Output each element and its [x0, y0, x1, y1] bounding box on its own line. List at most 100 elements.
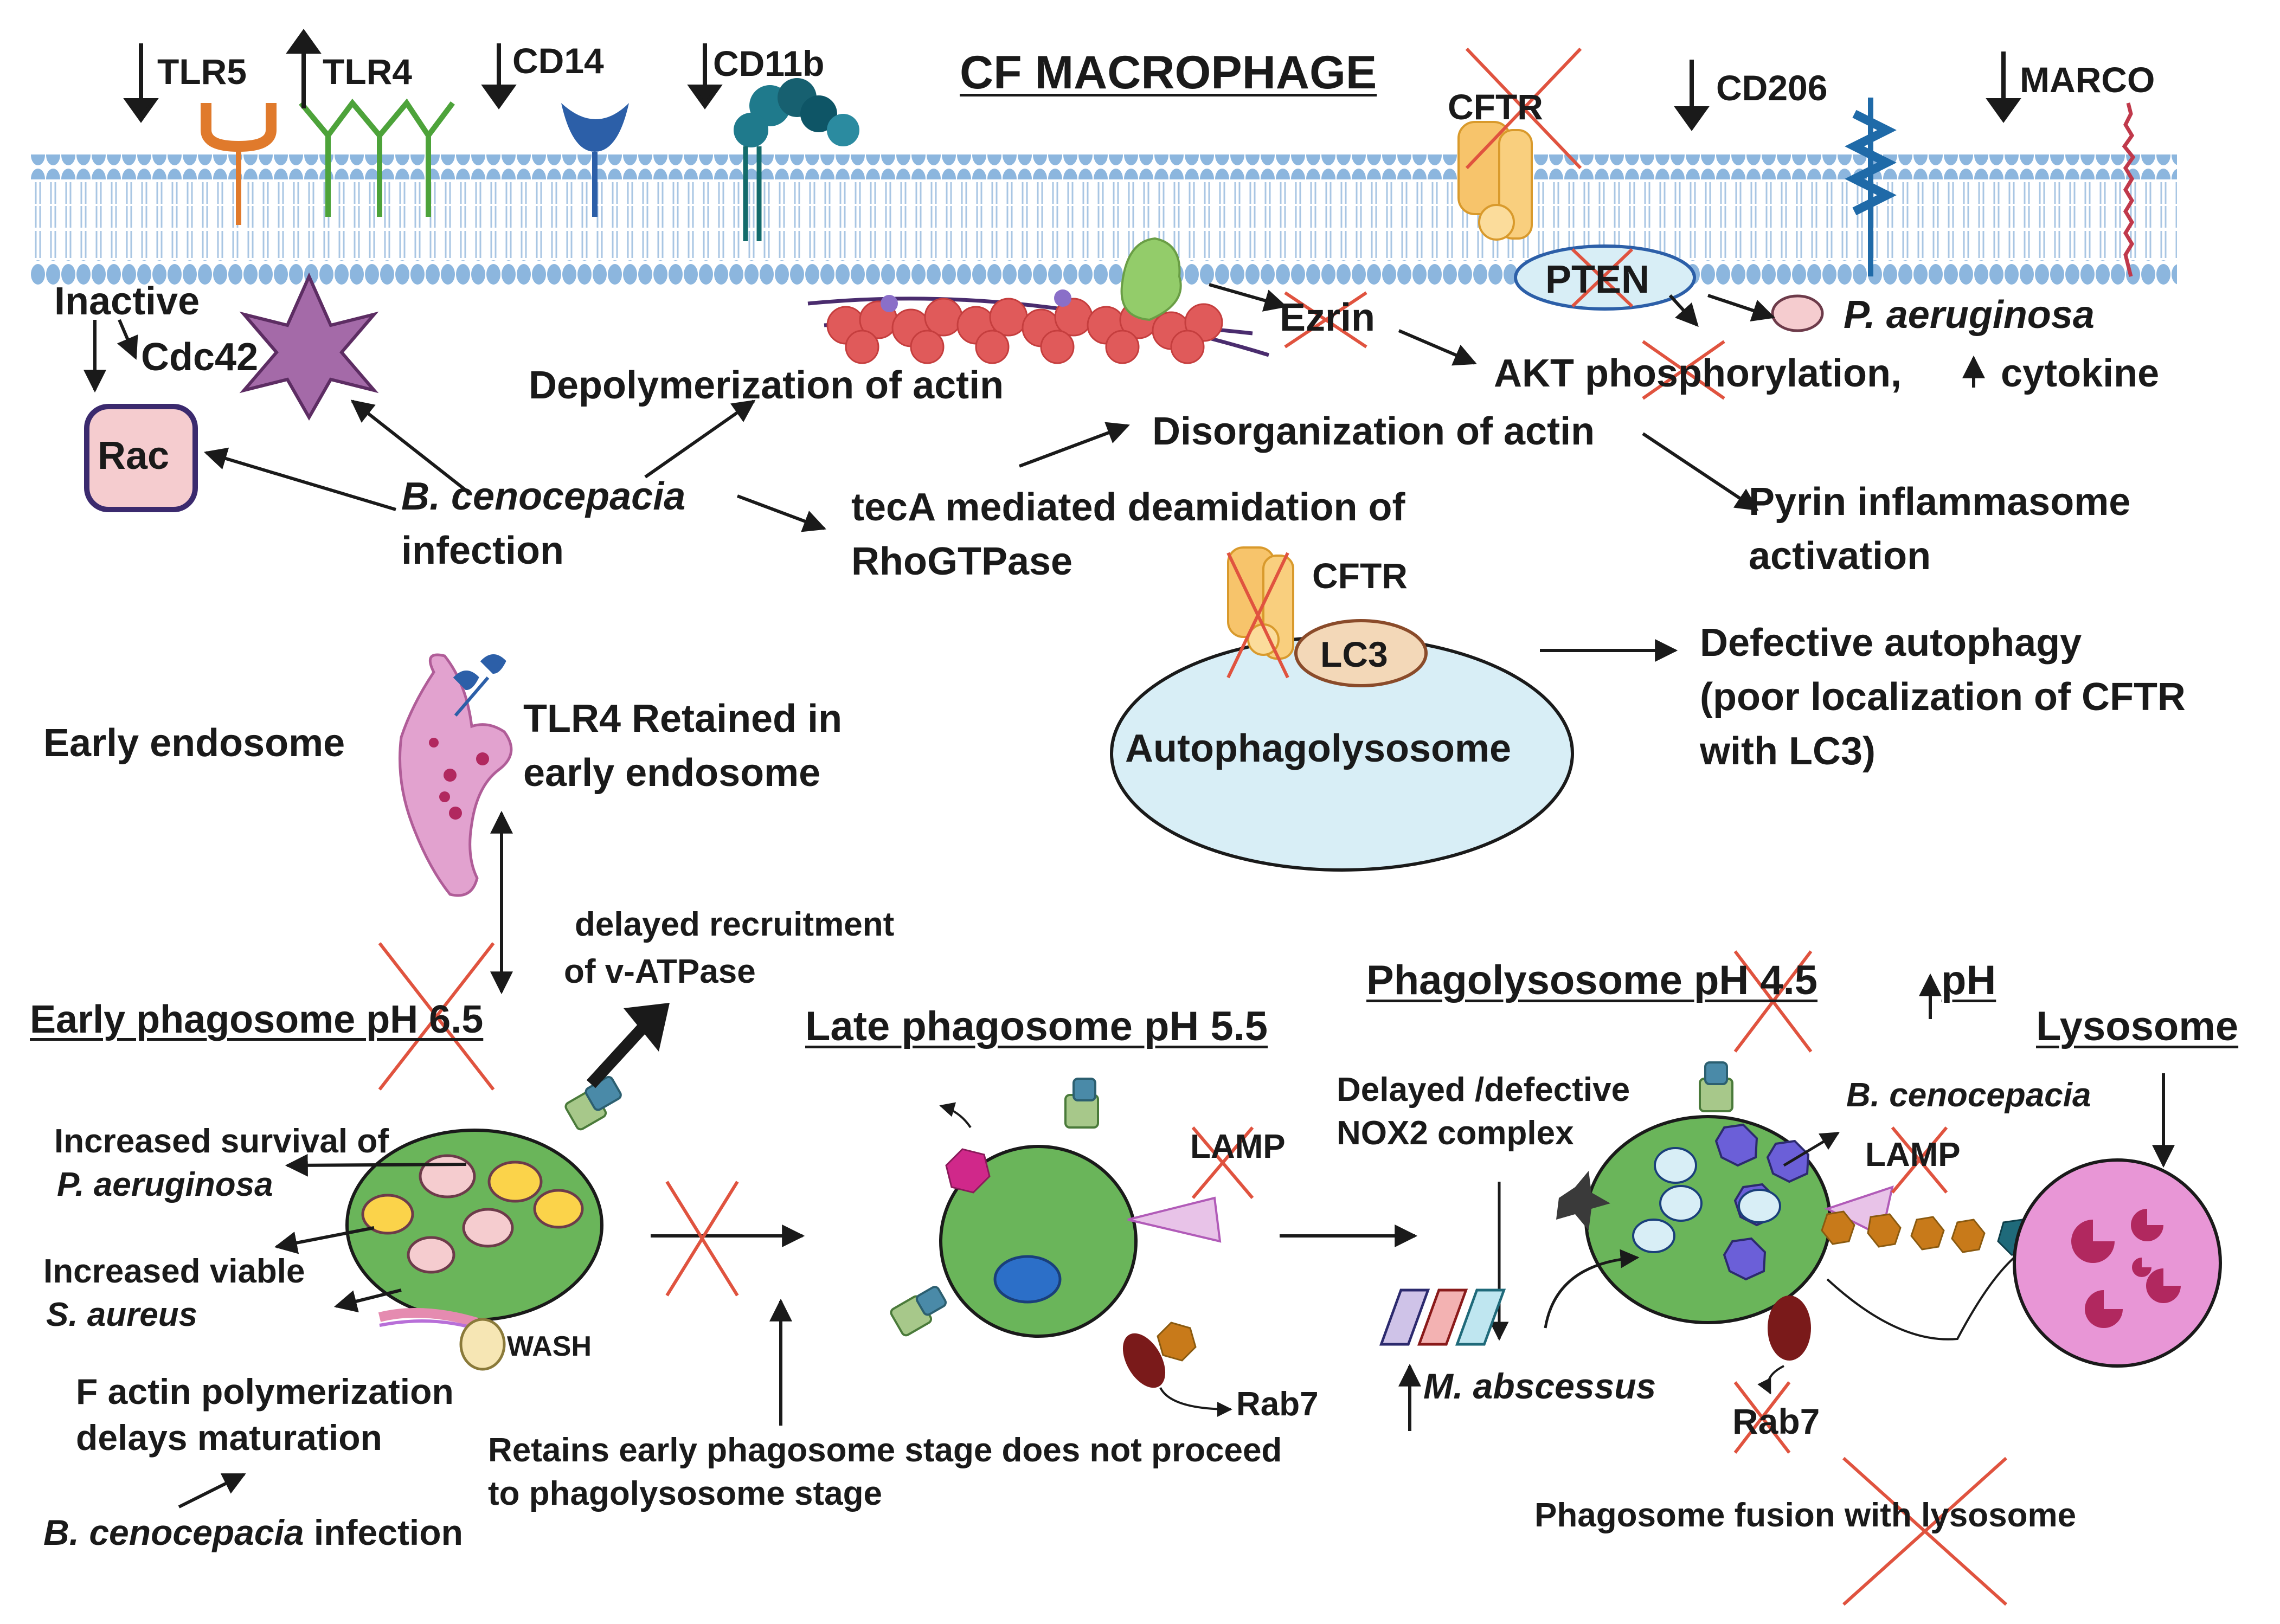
early-phagosome-arrows — [178, 1153, 467, 1509]
survival-label-line2: P. aeruginosa — [57, 1166, 273, 1203]
nox2-star-icon — [1556, 1171, 1610, 1230]
tlr5-receptor-icon — [201, 103, 277, 225]
factin-label-line2: delays maturation — [76, 1417, 382, 1458]
retains-label-line1: Retains early phagosome stage does not p… — [488, 1432, 1282, 1469]
cd14-receptor-icon — [561, 103, 629, 217]
bceno-right-label: B. cenocepacia — [1846, 1077, 2091, 1114]
tlr4-retained-line1: TLR4 Retained in — [523, 697, 843, 740]
pten-label: PTEN — [1545, 258, 1650, 301]
cftr-channel-icon — [1457, 47, 1582, 241]
wash-label: WASH — [507, 1331, 592, 1362]
early-phagosome-cross — [378, 942, 495, 1091]
akt-cross — [1642, 340, 1725, 400]
late-bacterium-icon — [993, 1255, 1062, 1304]
phagolysosome-rab7-label: Rab7 — [1732, 1401, 1820, 1441]
phagolysosome-lamp-cross — [1891, 1126, 1948, 1194]
cftr-autophagy-label: CFTR — [1312, 556, 1408, 596]
cftr-autophagy-icon — [1226, 546, 1294, 679]
phagolysosome-title: Phagolysosome pH 4.5 — [1366, 957, 1818, 1003]
cd11b-receptor-icon — [734, 78, 859, 241]
cd206-label: CD206 — [1716, 68, 1828, 108]
phagolysosome-lamp-label: LAMP — [1865, 1136, 1961, 1174]
late-rab7-label: Rab7 — [1236, 1385, 1319, 1423]
ezrin-label: Ezrin — [1280, 296, 1376, 339]
cftr-label: CFTR — [1448, 87, 1543, 127]
akt-label: AKT phosphorylation, — [1494, 352, 1902, 395]
pten-oval — [1514, 244, 1696, 311]
phagolysosome-rab7-icon — [1768, 1296, 1811, 1361]
bceno-bottom-label: B. cenocepacia infection — [43, 1512, 463, 1554]
late-phagosome-oval — [939, 1145, 1138, 1338]
teca-label-line2: RhoGTPase — [851, 540, 1073, 583]
bceno-bottom-rest: infection — [304, 1512, 463, 1552]
p-aeruginosa-label: P. aeruginosa — [1844, 293, 2095, 337]
inactive-label: Inactive — [54, 280, 200, 323]
cd11b-label: CD11b — [713, 43, 825, 83]
delayed-vatpase-line1: delayed recruitment — [575, 906, 895, 943]
pyrin-label-line1: Pyrin inflammasome — [1749, 480, 2131, 524]
nox2-label-line2: NOX2 complex — [1337, 1114, 1574, 1152]
late-rab7-icon — [1122, 1333, 1166, 1388]
infection-label: infection — [401, 529, 564, 572]
lysosome-circle — [2013, 1158, 2222, 1368]
late-phagosome-title: Late phagosome pH 5.5 — [805, 1003, 1268, 1049]
pten-cross — [1571, 248, 1634, 308]
marco-receptor-icon — [2122, 102, 2136, 277]
late-v-atpase-icon — [1064, 1078, 1099, 1129]
late-lamp-icon — [1127, 1196, 1222, 1243]
phagolysosome-vesicles — [1632, 1147, 1781, 1253]
defective-label-line2: (poor localization of CFTR — [1700, 675, 2186, 719]
bceno-right-arrow — [1783, 1131, 1840, 1167]
lc3-label: LC3 — [1320, 634, 1388, 674]
rac-label: Rac — [98, 434, 170, 478]
cdc42-star-icon — [239, 272, 379, 421]
endosome-vesicles — [429, 738, 489, 820]
tlr5-label: TLR5 — [157, 51, 247, 92]
late-bottom-v-atpase-icon — [890, 1286, 947, 1337]
p-aeruginosa-cell-icon — [1771, 294, 1824, 332]
cdc42-label: Cdc42 — [141, 336, 259, 379]
m-abscessus-label: M. abscessus — [1423, 1366, 1656, 1406]
lysosome-title: Lysosome — [2036, 1003, 2239, 1049]
actin-filament — [807, 237, 1270, 364]
rab7-cross — [1733, 1381, 1791, 1454]
tlr4-label: TLR4 — [323, 51, 412, 92]
cd206-receptor-icon — [1845, 98, 1897, 276]
depolymerization-label: Depolymerization of actin — [529, 364, 1004, 407]
hexagon-chain — [1821, 1210, 1986, 1253]
retains-label-line2: to phagolysosome stage — [488, 1475, 882, 1512]
cell-membrane — [30, 154, 2177, 285]
phagolysosome-ph-cross — [1733, 950, 1813, 1053]
expression-arrows — [123, 29, 2021, 131]
bceno-bottom-italic: B. cenocepacia — [43, 1512, 304, 1552]
lc3-oval — [1294, 619, 1428, 687]
autophagolysosome-label: Autophagolysosome — [1125, 727, 1512, 770]
teca-label-line1: tecA mediated deamidation of — [851, 486, 1405, 529]
early-endosome-label: Early endosome — [43, 721, 345, 765]
late-hexagon-icon — [945, 1148, 991, 1194]
disorganization-label: Disorganization of actin — [1152, 410, 1595, 453]
tlr4-retained-line2: early endosome — [523, 751, 821, 795]
bceno-label: B. cenocepacia — [401, 475, 686, 518]
late-lamp-cross — [1191, 1126, 1254, 1199]
tlr4-receptor-icon — [299, 98, 455, 217]
signaling-arrows — [84, 283, 1985, 662]
viable-label-line2: S. aureus — [46, 1296, 198, 1333]
fusion-label: Phagosome fusion with lysosome — [1534, 1497, 2077, 1534]
diagram-title: CF MACROPHAGE — [960, 47, 1377, 99]
marco-label: MARCO — [2020, 60, 2155, 100]
early-phagosome-title: Early phagosome pH 6.5 — [30, 998, 484, 1041]
cd14-label: CD14 — [512, 41, 604, 81]
phagosome-bacteria — [361, 1154, 584, 1274]
survival-label-line1: Increased survival of — [54, 1123, 389, 1160]
delayed-vatpase-arrow — [586, 1015, 656, 1088]
viable-label-line1: Increased viable — [43, 1253, 305, 1290]
snare-proteins — [1379, 1288, 1506, 1346]
phagolysosome-v-atpase-icon — [1699, 1061, 1733, 1112]
ph-up-label: pH — [1941, 957, 1996, 1003]
cytokine-label: cytokine — [2001, 352, 2160, 395]
late-lamp-label: LAMP — [1190, 1128, 1286, 1165]
m-abscessus-arrow — [1544, 1249, 1640, 1329]
